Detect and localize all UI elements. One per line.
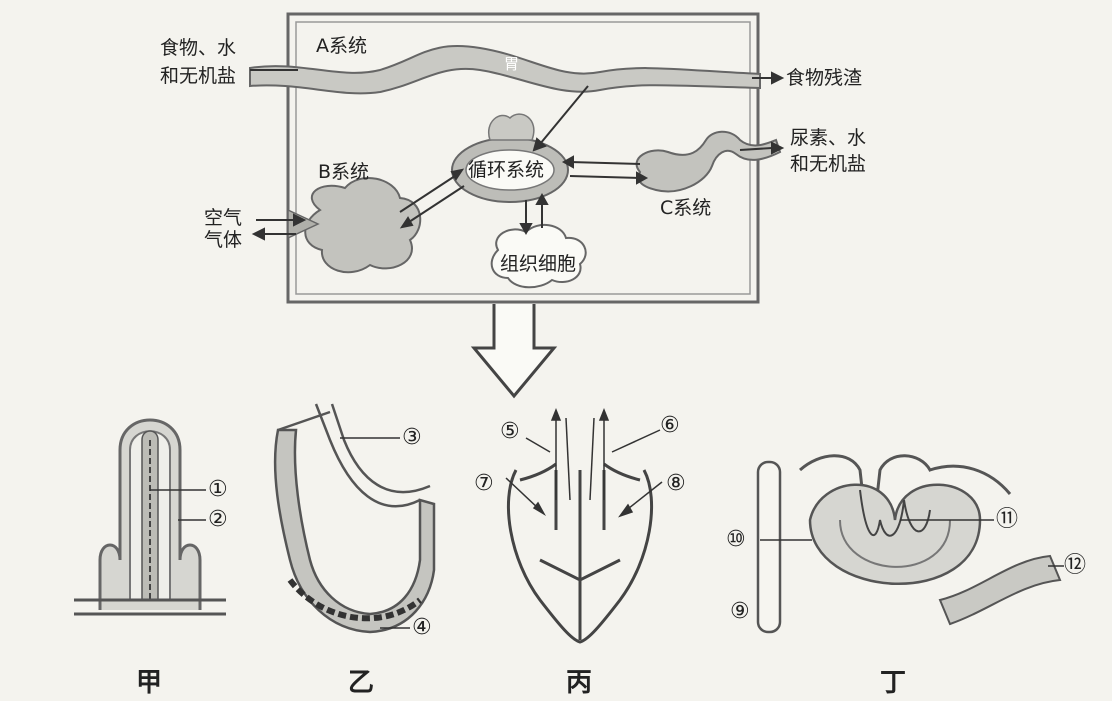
marker-4: ④ xyxy=(412,616,432,640)
urea-label-line2: 和无机盐 xyxy=(790,152,866,176)
caption-bing: 丙 xyxy=(566,662,592,699)
marker-6: ⑥ xyxy=(660,414,680,438)
caption-jia: 甲 xyxy=(136,662,162,699)
food-residue-label: 食物残渣 xyxy=(786,66,862,90)
villus-jia xyxy=(74,420,226,614)
caption-yi: 乙 xyxy=(348,662,374,699)
marker-3: ③ xyxy=(402,426,422,450)
system-a-label: A系统 xyxy=(316,34,367,58)
heart-bing xyxy=(506,410,662,642)
input-label-line1: 食物、水 xyxy=(160,36,236,60)
tissue-cells-label: 组织细胞 xyxy=(500,252,576,276)
urea-label-line1: 尿素、水 xyxy=(790,126,866,150)
marker-9: ⑨ xyxy=(730,600,750,624)
gas-label: 气体 xyxy=(204,228,242,252)
marker-10: ⑩ xyxy=(726,528,746,552)
marker-1: ① xyxy=(208,478,228,502)
input-label-line2: 和无机盐 xyxy=(160,64,236,88)
nephron-ding xyxy=(758,456,1064,632)
marker-5: ⑤ xyxy=(500,420,520,444)
marker-12: ⑫ xyxy=(1064,554,1086,578)
caption-ding: 丁 xyxy=(880,662,906,699)
stomach-label: 胃 xyxy=(504,52,519,76)
system-c-label: C系统 xyxy=(660,196,711,220)
big-down-arrow xyxy=(474,304,554,396)
system-b-label: B系统 xyxy=(318,160,369,184)
marker-11: ⑪ xyxy=(996,508,1018,532)
lungs xyxy=(288,178,420,272)
air-label: 空气 xyxy=(204,206,242,230)
circulatory-label: 循环系统 xyxy=(468,158,544,182)
marker-7: ⑦ xyxy=(474,472,494,496)
marker-2: ② xyxy=(208,508,228,532)
marker-8: ⑧ xyxy=(666,472,686,496)
